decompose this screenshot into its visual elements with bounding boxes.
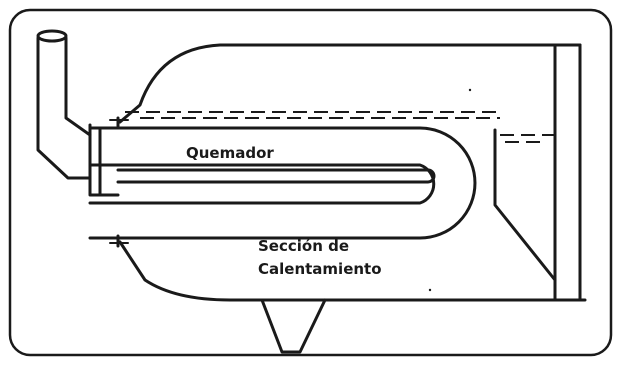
burner-mouth: [88, 123, 120, 197]
speckle: [428, 288, 432, 292]
bottom-outlet: [260, 298, 327, 354]
exhaust-stack: [36, 36, 92, 180]
label-heating-section-2: Calentamiento: [258, 260, 382, 278]
stack-top: [36, 29, 68, 43]
right-end-wall: [553, 43, 587, 302]
fire-tube-inner-top: [88, 163, 436, 205]
speckle: [468, 88, 472, 92]
weir-baffle: [493, 128, 557, 282]
left-flange-plate: [109, 119, 129, 244]
outer-frame: [8, 8, 613, 357]
fire-tube-outer: [88, 126, 477, 240]
vessel-shell: [118, 43, 582, 302]
label-burner: Quemador: [186, 144, 274, 162]
burner-lance: [116, 168, 436, 184]
label-heating-section-1: Sección de: [258, 237, 349, 255]
